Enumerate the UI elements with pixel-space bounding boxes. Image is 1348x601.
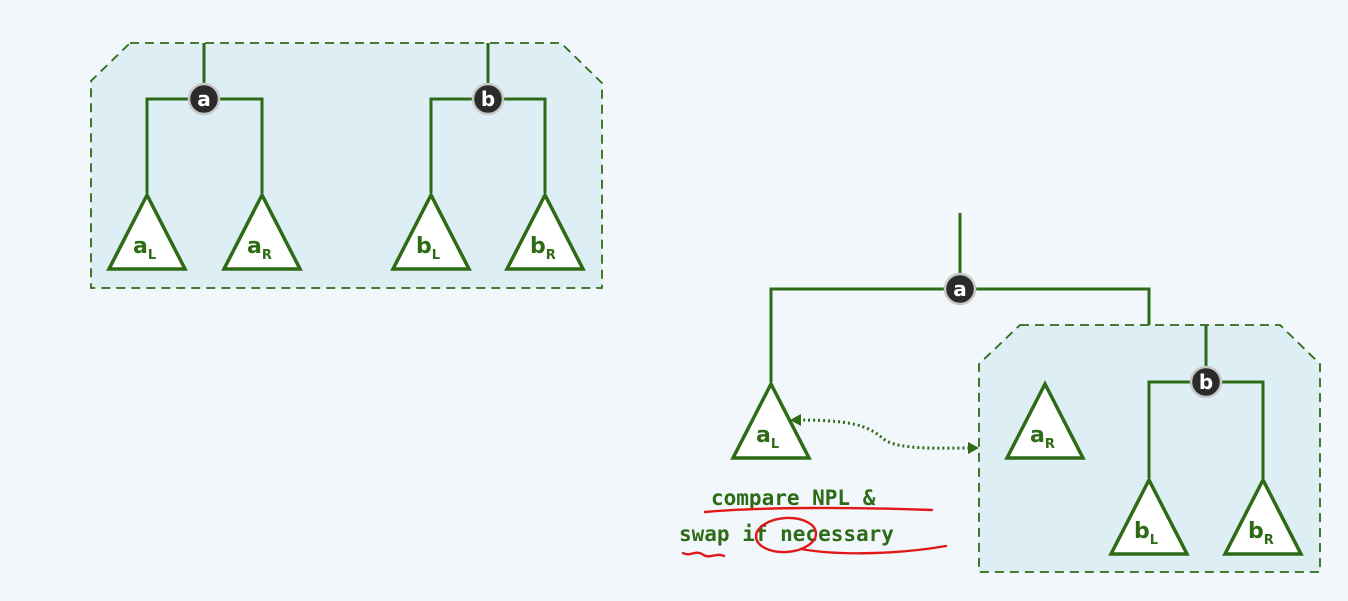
right-node-b-label: b bbox=[1199, 370, 1213, 394]
right-subtree-bL-base: b bbox=[1134, 519, 1150, 544]
left-subtree-aL: aL bbox=[106, 191, 188, 271]
swap-note-line1: compare NPL & bbox=[711, 486, 876, 510]
circle-if bbox=[754, 516, 818, 554]
squiggle-mark bbox=[681, 551, 726, 558]
left-subtree-bL: bL bbox=[390, 191, 472, 271]
svg-text:aR: aR bbox=[1030, 423, 1055, 452]
svg-text:aR: aR bbox=[247, 234, 272, 263]
left-node-a: a bbox=[187, 82, 221, 116]
left-subtree-bR: bR bbox=[504, 191, 586, 271]
left-node-b-label: b bbox=[481, 87, 495, 111]
left-subtree-bL-base: b bbox=[416, 234, 432, 259]
handwritten-annotation bbox=[681, 506, 948, 558]
left-subtree-bL-sub: L bbox=[432, 248, 440, 263]
left-subtree-bR-sub: R bbox=[546, 248, 556, 263]
right-subtree-bR-base: b bbox=[1248, 519, 1264, 544]
right-node-a-label: a bbox=[953, 277, 967, 301]
underline-line2 bbox=[799, 544, 948, 555]
svg-text:aL: aL bbox=[133, 234, 156, 263]
left-node-b: b bbox=[471, 82, 505, 116]
swap-note-line2: swap if necessary bbox=[679, 522, 894, 546]
left-subtree-aL-sub: L bbox=[148, 248, 156, 263]
left-subtree-aL-base: a bbox=[133, 234, 148, 259]
right-subtree-bR: bR bbox=[1222, 476, 1304, 556]
svg-text:bR: bR bbox=[1248, 519, 1274, 548]
right-subtree-aR-base: a bbox=[1030, 423, 1045, 448]
right-subtree-bL: bL bbox=[1108, 476, 1190, 556]
left-node-a-label: a bbox=[197, 87, 211, 111]
left-subtree-aR-base: a bbox=[247, 234, 262, 259]
left-diagram: a b aL aR bL bR bbox=[90, 42, 603, 289]
right-subtree-aR: aR bbox=[1004, 380, 1086, 460]
right-subtree-aR-sub: R bbox=[1045, 437, 1055, 452]
svg-text:aL: aL bbox=[756, 423, 779, 452]
svg-text:bR: bR bbox=[530, 234, 556, 263]
right-subtree-aL-sub: L bbox=[771, 437, 779, 452]
svg-text:bL: bL bbox=[1134, 519, 1158, 548]
right-subtree-aL-base: a bbox=[756, 423, 771, 448]
underline-line1 bbox=[703, 506, 934, 514]
right-subtree-aL: aL bbox=[730, 380, 812, 460]
right-diagram: a b aL aR bL bR bbox=[679, 213, 1321, 573]
swap-arrow bbox=[790, 414, 979, 454]
left-subtree-bR-base: b bbox=[530, 234, 546, 259]
swap-arrow-head-left bbox=[790, 414, 801, 426]
right-subtree-bL-sub: L bbox=[1150, 533, 1158, 548]
svg-text:bL: bL bbox=[416, 234, 440, 263]
left-subtree-aR: aR bbox=[221, 191, 303, 271]
left-subtree-aR-sub: R bbox=[262, 248, 272, 263]
right-node-a: a bbox=[943, 272, 977, 306]
right-node-b: b bbox=[1189, 365, 1223, 399]
right-subtree-bR-sub: R bbox=[1264, 533, 1274, 548]
swap-arrow-head-right bbox=[968, 442, 979, 454]
